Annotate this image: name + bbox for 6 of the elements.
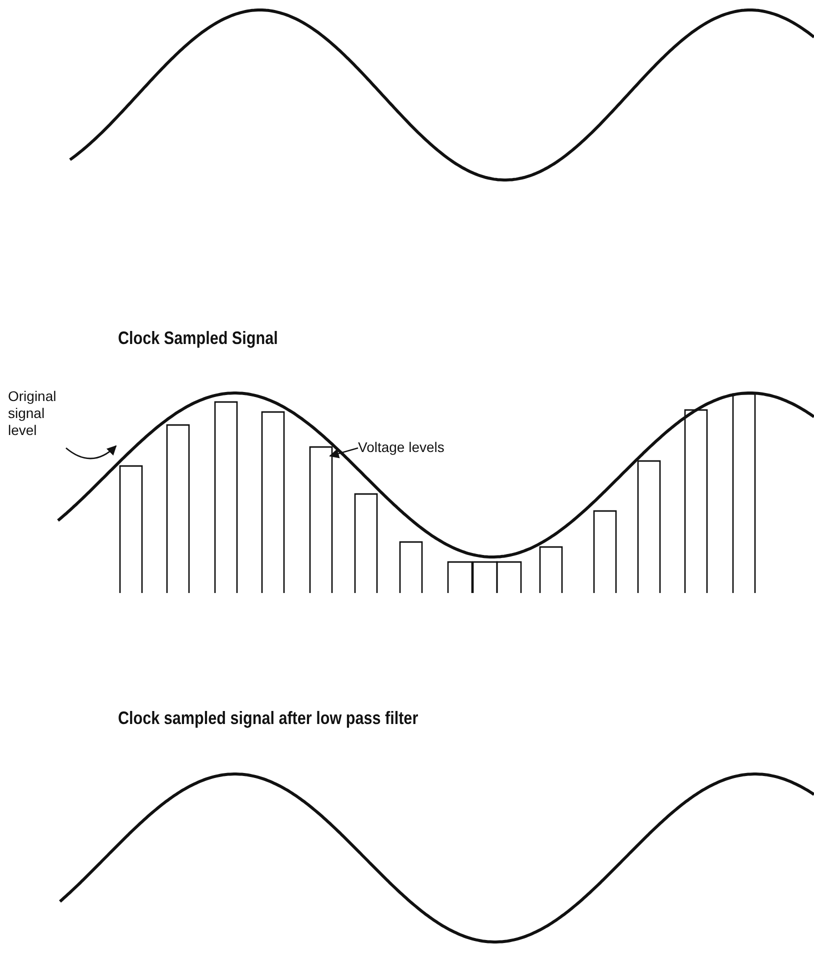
leader-line	[66, 445, 117, 460]
section-heading: Clock Sampled Signal	[118, 328, 278, 349]
section-heading: Clock sampled signal after low pass filter	[118, 708, 418, 729]
callout-label: Original signal level	[8, 388, 70, 444]
callout-label: Voltage levels	[358, 439, 468, 457]
leader-line	[329, 447, 358, 458]
